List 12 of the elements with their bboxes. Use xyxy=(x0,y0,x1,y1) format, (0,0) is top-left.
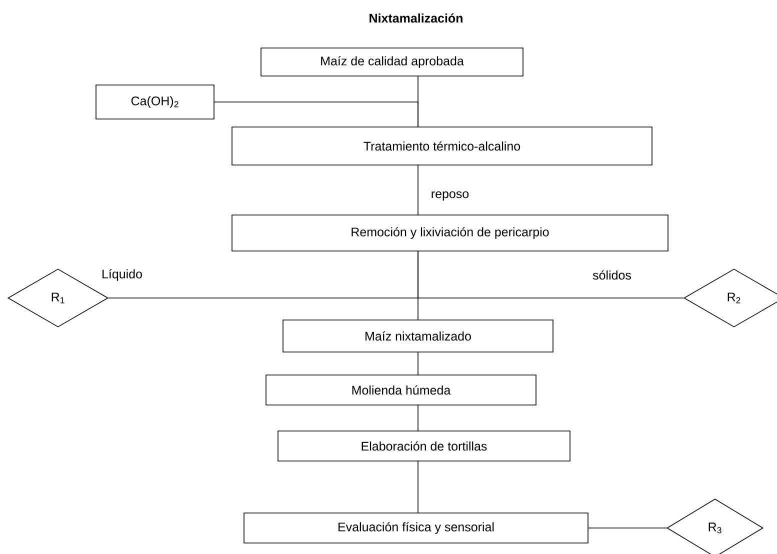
process-box: Remoción y lixiviación de pericarpio xyxy=(232,214,668,252)
process-box: Elaboración de tortillas xyxy=(278,430,570,462)
connector-line xyxy=(214,102,418,127)
process-box: Maíz de calidad aprobada xyxy=(260,48,524,76)
process-box: Molienda húmeda xyxy=(266,374,536,406)
edge-label: reposo xyxy=(430,190,470,202)
process-box: Ca(OH)$_{2}$ xyxy=(96,84,214,120)
edge-label: sólidos xyxy=(592,269,632,281)
title: Nixtamalización xyxy=(370,13,462,23)
process-box: Tratamiento térmico-alcalino xyxy=(232,126,652,166)
process-box: Evaluación física y sensorial xyxy=(244,512,588,544)
process-box: Maíz nixtamalizado xyxy=(282,320,554,352)
